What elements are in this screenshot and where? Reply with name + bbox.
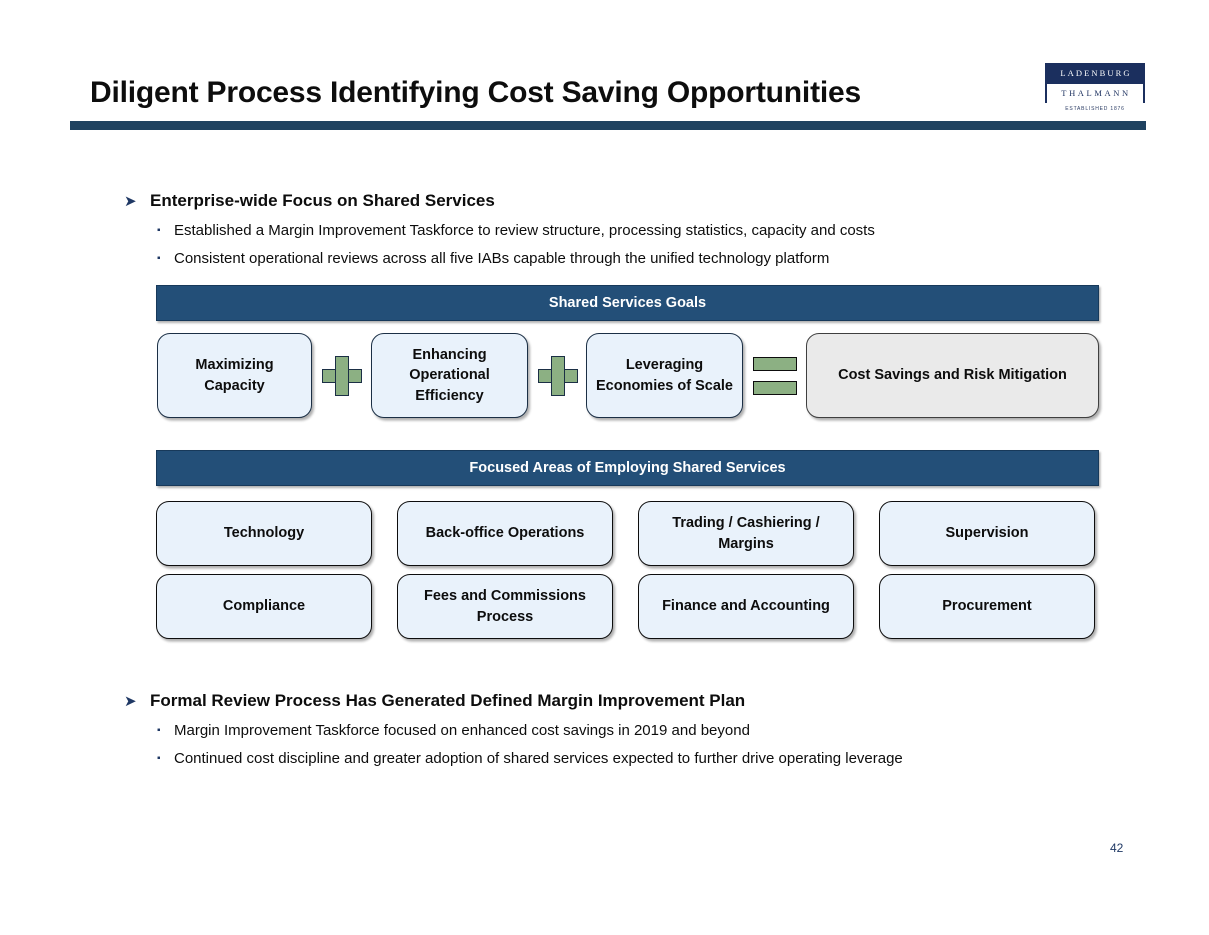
page-number: 42 <box>1110 841 1124 855</box>
square-bullet-icon: ▪ <box>157 725 161 736</box>
equals-operator-icon <box>753 356 797 396</box>
page-title: Diligent Process Identifying Cost Saving… <box>90 76 861 109</box>
arrow-bullet-icon: ➤ <box>124 693 137 710</box>
list-item: ▪Margin Improvement Taskforce focused on… <box>157 722 750 739</box>
goal-result-cost-savings-and-risk-mitigation[interactable]: Cost Savings and Risk Mitigation <box>806 333 1099 418</box>
focus-area-compliance[interactable]: Compliance <box>156 574 372 639</box>
focus-area-procurement[interactable]: Procurement <box>879 574 1095 639</box>
banner-shared-services-goals: Shared Services Goals <box>156 285 1099 321</box>
focus-area-fees-and-commissions-process[interactable]: Fees and Commissions Process <box>397 574 613 639</box>
focus-area-technology[interactable]: Technology <box>156 501 372 566</box>
goal-box-maximizing-capacity[interactable]: Maximizing Capacity <box>157 333 312 418</box>
square-bullet-icon: ▪ <box>157 225 161 236</box>
focus-area-finance-and-accounting[interactable]: Finance and Accounting <box>638 574 854 639</box>
plus-center-fill <box>336 370 348 382</box>
focus-area-back-office-operations[interactable]: Back-office Operations <box>397 501 613 566</box>
goal-box-enhancing-operational-efficiency[interactable]: Enhancing Operational Efficiency <box>371 333 528 418</box>
title-underline-rule <box>70 121 1146 130</box>
focus-area-supervision[interactable]: Supervision <box>879 501 1095 566</box>
logo-line-ladenburg: LADENBURG <box>1045 63 1145 84</box>
goal-box-leveraging-economies-of-scale[interactable]: Leveraging Economies of Scale <box>586 333 743 418</box>
arrow-bullet-icon: ➤ <box>124 193 137 210</box>
plus-center-fill <box>552 370 564 382</box>
section-heading-formal-review-process: ➤Formal Review Process Has Generated Def… <box>124 691 746 710</box>
equals-bottom-bar <box>753 381 797 395</box>
list-item: ▪Continued cost discipline and greater a… <box>157 750 903 767</box>
logo-line-thalmann: THALMANN <box>1045 84 1145 103</box>
square-bullet-icon: ▪ <box>157 253 161 264</box>
plus-operator-icon <box>538 356 578 396</box>
equals-top-bar <box>753 357 797 371</box>
focus-area-trading-cashiering-margins[interactable]: Trading / Cashiering / Margins <box>638 501 854 566</box>
section-heading-enterprise-wide-focus: ➤Enterprise-wide Focus on Shared Service… <box>124 191 495 210</box>
plus-operator-icon <box>322 356 362 396</box>
list-item: ▪Consistent operational reviews across a… <box>157 250 830 267</box>
square-bullet-icon: ▪ <box>157 753 161 764</box>
banner-focused-areas: Focused Areas of Employing Shared Servic… <box>156 450 1099 486</box>
ladenburg-thalmann-logo: LADENBURG THALMANN ESTABLISHED 1876 <box>1045 63 1145 116</box>
logo-line-established: ESTABLISHED 1876 <box>1045 103 1145 116</box>
list-item: ▪Established a Margin Improvement Taskfo… <box>157 222 875 239</box>
